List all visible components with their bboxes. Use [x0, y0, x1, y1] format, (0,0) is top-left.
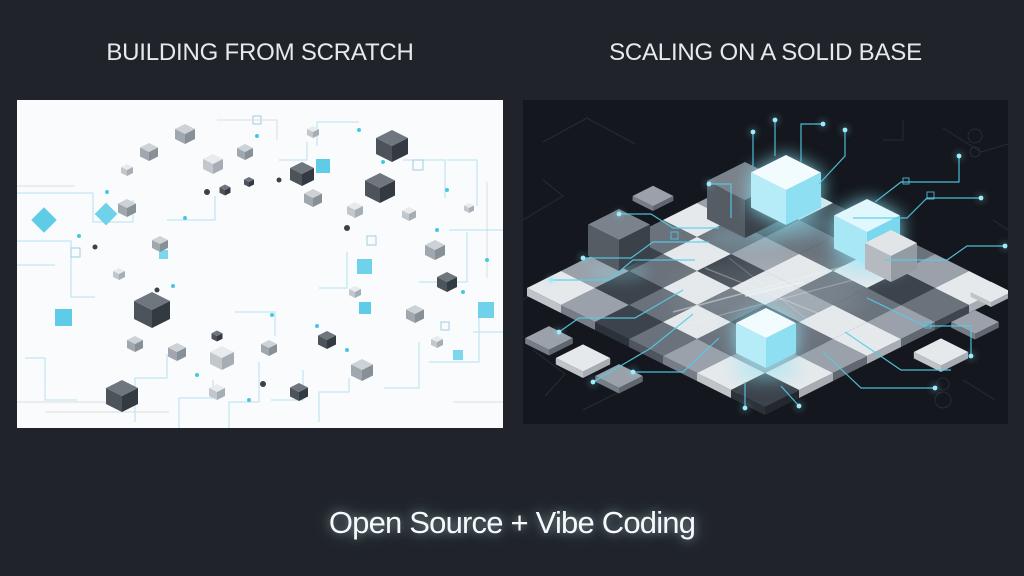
cyan-node-squares	[670, 177, 935, 329]
cyan-circuit-traces	[551, 120, 1005, 408]
dark-node-dots	[92, 177, 350, 387]
background-circuit-pattern	[523, 117, 1008, 411]
scattered-cubes-circuit-ring-icon	[17, 100, 503, 428]
glow-dots	[548, 117, 1008, 411]
right-panel-image	[523, 100, 1008, 424]
left-panel-title: BUILDING FROM SCRATCH	[106, 39, 414, 66]
circuit-node-squares	[70, 115, 450, 331]
left-panel-image	[17, 100, 503, 428]
blue-circuit-lines	[17, 121, 503, 428]
white-streak-lines	[672, 257, 862, 325]
isometric-cube-platform-circuit-icon	[523, 100, 1008, 424]
caption: Open Source + Vibe Coding	[328, 505, 696, 540]
cyan-node-dots	[77, 128, 489, 402]
right-panel-title: SCALING ON A SOLID BASE	[609, 39, 922, 66]
center-haze	[673, 261, 863, 329]
